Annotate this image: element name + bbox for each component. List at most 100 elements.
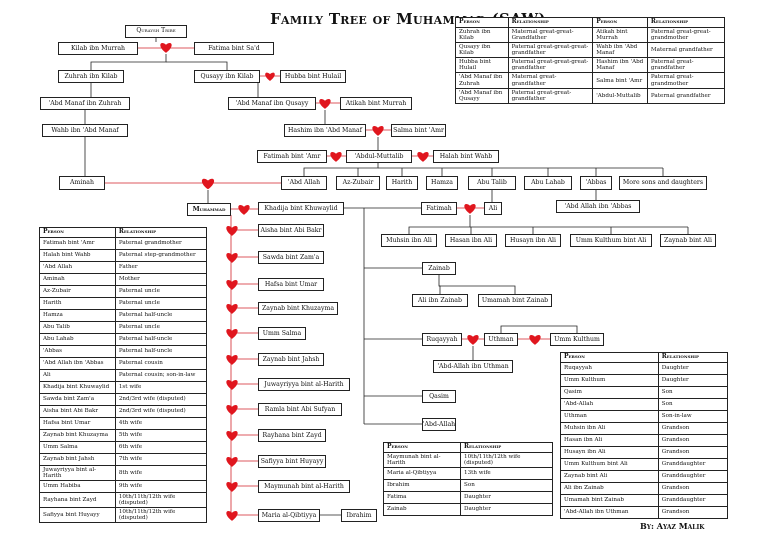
table-cell: Mother: [114, 272, 208, 286]
node-abd-allah: 'Abd Allah: [281, 176, 327, 190]
table-cell: Hasan ibn Ali: [560, 433, 659, 447]
table-cell: Paternal great-great-great-grandfather: [507, 41, 594, 59]
heart-icon: [226, 380, 238, 390]
table-cell: Ruqayyah: [560, 361, 659, 375]
node-muhammad: Muhammad: [187, 203, 231, 216]
node-abu-lahab: Abu Lahab: [524, 176, 572, 190]
heart-icon: [226, 304, 238, 314]
table-cell: Paternal grandmother: [114, 236, 208, 250]
table-cell: Sawda bint Zam'a: [39, 392, 116, 406]
node-hasan: Hasan ibn Ali: [445, 234, 497, 247]
node-quraysh-tribe: Quraysh Tribe: [125, 25, 187, 38]
table-cell: Paternal half-uncle: [114, 344, 208, 358]
node-wife-11: Maymunah bint al-Harith: [258, 480, 350, 493]
node-wife-5: Umm Salma: [258, 327, 306, 340]
table-cell: Paternal step-grandmother: [114, 248, 208, 262]
table-header-cell: Relationship: [114, 227, 208, 238]
node-wife-6: Zaynab bint Jahsh: [258, 353, 324, 366]
connector-line: [303, 163, 379, 176]
table-header-cell: Person: [592, 17, 648, 28]
heart-icon: [226, 329, 238, 339]
heart-icon: [226, 405, 238, 415]
node-az-zubair: Az-Zubair: [336, 176, 380, 190]
node-atikah: Atikah bint Murrah: [340, 97, 412, 110]
table-cell: 6th wife: [114, 440, 208, 454]
node-khadija: Khadija bint Khuwaylid: [258, 202, 344, 215]
table-cell: Umm Salma: [39, 440, 116, 454]
table-cell: Paternal uncle: [114, 296, 208, 310]
table-cell: Khadija bint Khuwaylid: [39, 380, 116, 394]
node-abd-allah-abbas: 'Abd Allah ibn 'Abbas: [556, 200, 640, 213]
node-harith: Harith: [386, 176, 418, 190]
node-hashim: Hashim ibn 'Abd Manaf: [284, 124, 366, 137]
table-cell: Maternal great-grandfather: [507, 72, 594, 89]
node-wife-10: Safiyya bint Huyayy: [258, 455, 326, 468]
table-cell: Paternal half-uncle: [114, 308, 208, 322]
table-cell: 4th wife: [114, 416, 208, 430]
table-cell: 'Abd-Allah ibn Uthman: [560, 505, 659, 519]
node-wahb: Wahb ibn 'Abd Manaf: [42, 124, 128, 137]
heart-icon: [417, 152, 429, 162]
node-wife-7: Juwayriyya bint al-Harith: [258, 378, 350, 391]
node-wife-2: Sawda bint Zam'a: [258, 251, 324, 264]
table-cell: Ali ibn Zainab: [560, 481, 659, 495]
table-cell: Son: [657, 397, 729, 411]
table-cell: Umamah bint Zainab: [560, 493, 659, 507]
heart-icon: [226, 482, 238, 492]
node-wife-12: Maria al-Qibtiyya: [258, 509, 320, 522]
table-header-cell: Relationship: [460, 442, 553, 453]
table-cell: Fatimah bint 'Amr: [39, 236, 116, 250]
table-cell: Salma bint 'Amr: [592, 72, 648, 89]
node-ali-zainab: Ali ibn Zainab: [412, 294, 468, 307]
node-abdul-muttalib: 'Abdul-Muttalib: [346, 150, 412, 163]
table-cell: 10th/11th/12th wife (disputed): [114, 507, 208, 524]
node-ibrahim: Ibrahim: [341, 509, 377, 522]
node-husayn: Husayn ibn Ali: [505, 234, 561, 247]
node-wife-4: Zaynab bint Khuzayma: [258, 302, 338, 315]
table-cell: 'Abd Manaf ibn Zuhrah: [455, 72, 509, 89]
node-abd-manaf-qusayy: 'Abd Manaf ibn Qusayy: [228, 97, 316, 110]
table-cell: Granddaughter: [657, 457, 729, 471]
heart-icon: [226, 457, 238, 467]
table-cell: 10th/11th/12th wife (disputed): [114, 491, 208, 509]
node-salma: Salma bint 'Amr: [391, 124, 446, 137]
table-cell: 10th/11th/12th wife (disputed): [460, 451, 553, 468]
node-fatimah: Fatimah: [421, 202, 457, 215]
table-cell: 7th wife: [114, 452, 208, 466]
table-cell: Grandson: [657, 481, 729, 495]
table-cell: Paternal uncle: [114, 284, 208, 298]
connector-line: [408, 215, 471, 234]
table-header-cell: Person: [455, 17, 509, 28]
node-wife-3: Hafsa bint Umar: [258, 278, 324, 291]
table-cell: Aisha bint Abi Bakr: [39, 404, 116, 418]
heart-icon: [464, 204, 476, 214]
node-hubba: Hubba bint Hulail: [280, 70, 346, 83]
table-cell: Paternal great-great-grandmother: [646, 26, 726, 43]
node-fatima-sad: Fatima bint Sa'd: [194, 42, 274, 55]
table-cell: Halah bint Wahb: [39, 248, 116, 262]
node-abd-manaf-zuhrah: 'Abd Manaf ibn Zuhrah: [40, 97, 130, 110]
table-cell: Paternal uncle: [114, 320, 208, 334]
